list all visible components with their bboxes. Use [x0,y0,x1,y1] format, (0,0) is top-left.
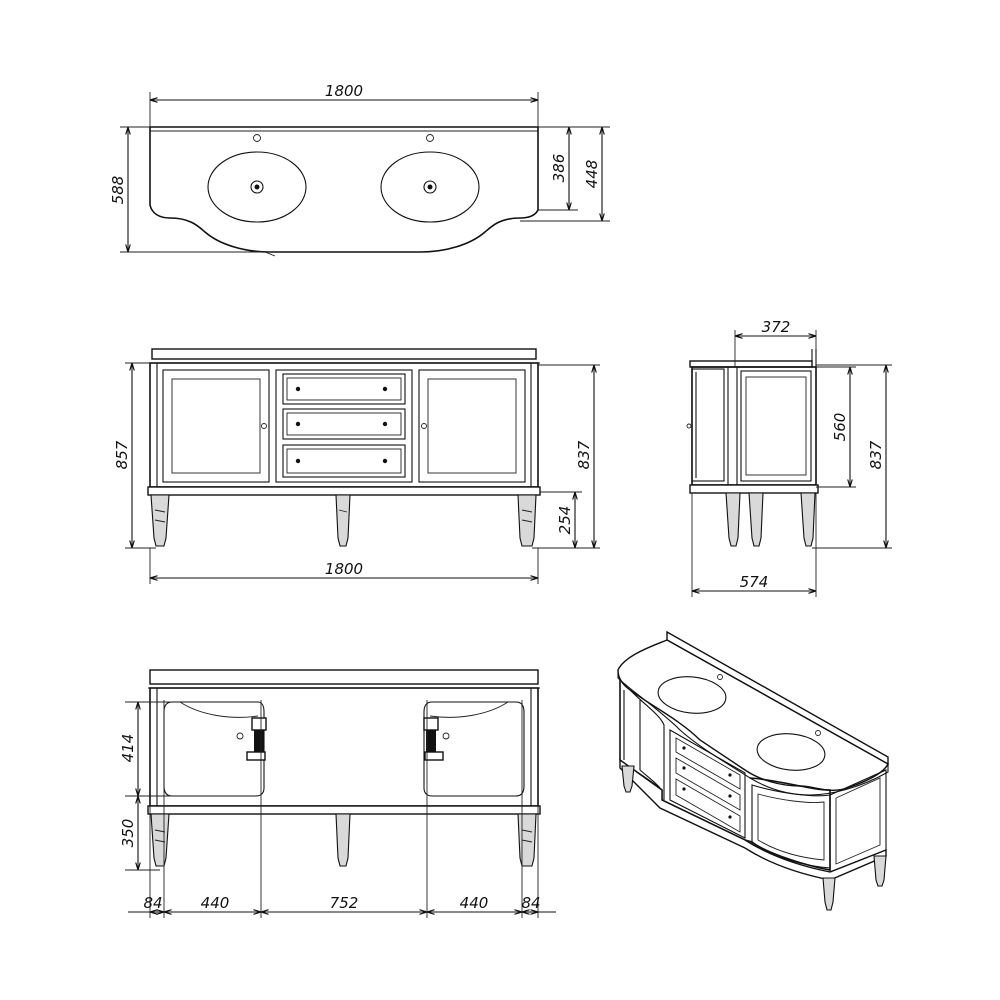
dim-front-body-height: 837 [575,440,593,469]
dim-side-door-height: 560 [831,413,849,442]
left-faucet-hole [253,134,261,142]
rear-right-opening [423,701,525,797]
front-cabinet-body [149,362,539,488]
perspective-drawer-frame [669,729,746,839]
dim-side-top-depth: 372 [762,318,791,336]
rear-plinth [147,805,541,815]
right-door-knob-icon [421,423,427,429]
dim-side-body-height: 837 [867,440,885,469]
right-drain-icon [423,180,437,194]
rear-left-opening [163,701,265,797]
front-left-door [162,369,270,483]
front-view: 857 837 254 1800 [113,348,600,584]
dim-rear-lower: 350 [119,819,137,848]
left-basin [207,151,307,223]
perspective-right-basin [756,733,826,771]
side-front-panel [691,368,725,482]
front-legs [150,494,537,547]
dim-side-depth: 574 [740,573,769,591]
drawer-2 [282,408,406,440]
dim-rear-seg-5: 84 [521,894,540,912]
perspective-countertop [617,639,889,791]
top-view: 1800 588 386 448 [109,82,610,257]
front-drawer-frame [275,369,413,483]
side-view: 372 560 837 574 [686,318,892,597]
front-countertop [151,348,537,360]
drawer-3 [282,444,406,478]
dim-front-leg-height: 254 [556,506,574,535]
side-plinth [689,484,819,494]
dim-rear-seg-1: 84 [143,894,162,912]
left-drain-icon [250,180,264,194]
right-drain-center-icon [427,184,433,190]
rear-countertop [149,669,539,685]
front-plinth [147,486,541,496]
front-right-door [418,369,526,483]
side-legs [725,492,816,547]
drawer-1 [282,373,406,405]
countertop-outline [149,126,539,253]
rear-legs [150,813,537,867]
side-door-panel [740,370,812,482]
perspective-view [617,630,889,911]
rear-view: 414 350 84 440 752 440 84 [119,669,556,918]
rear-cabinet-frame [149,687,539,807]
right-basin [380,151,480,223]
dim-top-depth-total: 588 [109,176,127,205]
dim-rear-seg-3: 752 [330,894,359,912]
left-door-knob-icon [261,423,267,429]
perspective-left-basin [657,676,727,714]
dim-top-width: 1800 [325,82,363,100]
dim-top-depth-side: 448 [583,160,601,189]
edge-detail [264,251,276,257]
perspective-legs [621,765,887,911]
right-siphon-icon [423,717,450,761]
dim-rear-upper: 414 [119,734,137,763]
dim-front-height: 857 [113,440,131,469]
right-faucet-hole [426,134,434,142]
left-drain-center-icon [254,184,260,190]
dim-rear-seg-2: 440 [201,894,230,912]
dim-front-width: 1800 [325,560,363,578]
dim-top-depth-center: 386 [550,154,568,183]
side-cabinet-body [691,366,817,486]
side-countertop [689,360,813,368]
dim-rear-seg-4: 440 [460,894,489,912]
left-siphon-icon [236,717,267,761]
